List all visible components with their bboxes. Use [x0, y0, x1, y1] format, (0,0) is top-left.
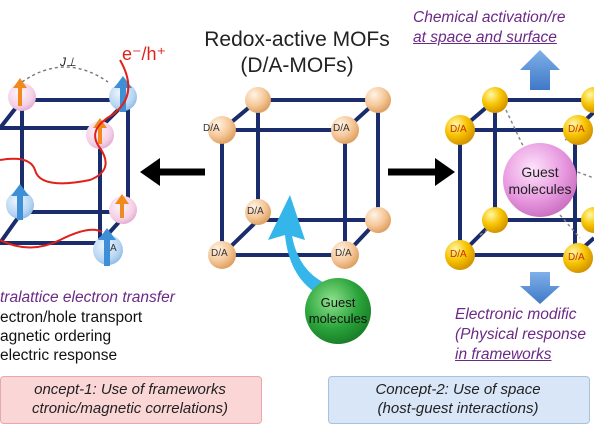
right-bottom-line3: in frameworks: [455, 346, 552, 363]
node-label: D/A: [450, 249, 467, 260]
concept1-line1: oncept-1: Use of frameworks: [34, 381, 226, 398]
concept2-line1: Concept-2: Use of space: [375, 381, 541, 398]
node-label: D/A: [203, 123, 220, 134]
exchange-label: J⊥: [60, 55, 77, 69]
guest-label-line2: molecules: [508, 181, 572, 197]
left-item: agnetic ordering: [0, 328, 112, 345]
concept1-box: [0, 376, 262, 424]
guest-sphere-pink: [503, 143, 577, 217]
up-arrow-icon: [520, 50, 560, 90]
guest-label-line1: Guest: [521, 164, 559, 180]
guest-label-line1: Guest: [320, 295, 356, 310]
concept2-box: [328, 376, 590, 424]
left-item: ectron/hole transport: [0, 309, 143, 326]
page-title: Redox-active MOFs: [204, 28, 390, 51]
down-arrow-icon: [520, 272, 560, 304]
left-item: electric response: [0, 347, 118, 364]
guest-sphere-green: [305, 278, 371, 344]
node-label: D/A: [568, 252, 585, 263]
node-label: D/A: [568, 124, 585, 135]
right-bottom-line1: Electronic modific: [455, 306, 577, 323]
node-label: D/A: [333, 123, 350, 134]
left-heading: tralattice electron transfer: [0, 289, 175, 306]
right-lattice: [445, 50, 594, 304]
node-label: D/A: [450, 124, 467, 135]
center-lattice: [208, 87, 391, 344]
node-label: A: [110, 243, 117, 254]
guest-label-line2: molecules: [308, 311, 368, 326]
right-bottom-line2: (Physical response: [455, 326, 586, 343]
carrier-path: [0, 59, 130, 249]
guest-insertion-arrow-icon: [268, 195, 338, 300]
right-top-line2: at space and surface: [413, 29, 557, 46]
node-label: D/A: [247, 206, 264, 217]
node-label: D/A: [335, 248, 352, 259]
node-label: D/A: [211, 248, 228, 259]
left-lattice: [0, 59, 137, 266]
concept1-line2: ctronic/magnetic correlations): [32, 400, 228, 417]
page-subtitle: (D/A-MOFs): [240, 54, 354, 77]
carrier-label: e⁻/h⁺: [122, 44, 167, 64]
concept2-line2: (host-guest interactions): [377, 400, 539, 417]
right-top-line1: Chemical activation/re: [413, 9, 566, 26]
